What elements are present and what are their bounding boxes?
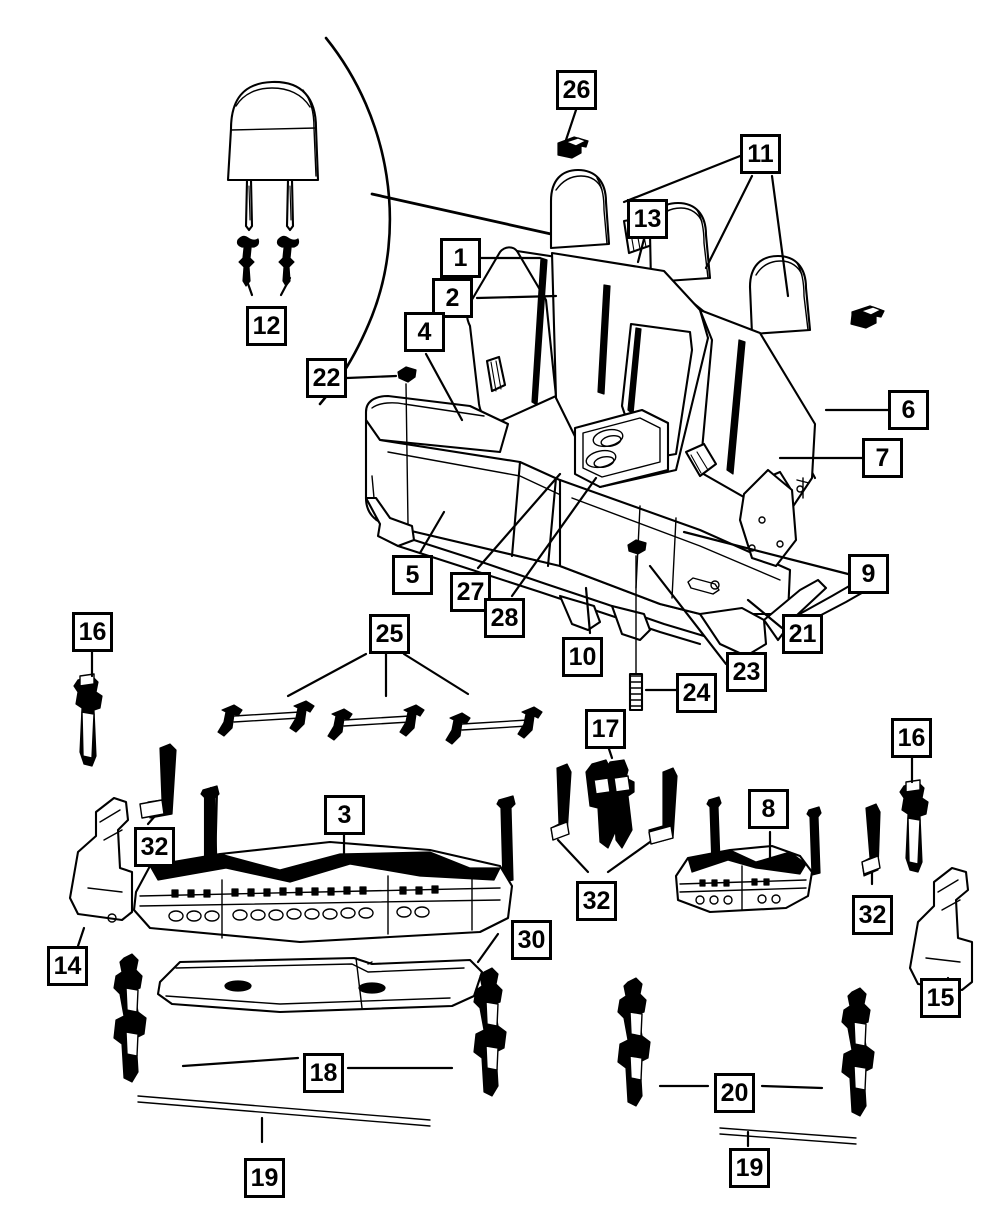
- callout-12[interactable]: 12: [246, 306, 287, 346]
- seat-cushion-frame-main: [132, 785, 516, 944]
- callout-32-left[interactable]: 32: [134, 827, 175, 867]
- cushion-pad-cover: [156, 932, 500, 1014]
- latch-rod-assembly-left: [113, 953, 431, 1127]
- latch-striker-left: [73, 650, 103, 767]
- side-shield-bracket-1: [139, 743, 177, 826]
- bolt-long: [397, 366, 417, 525]
- seat-cushion-frame-small: [674, 796, 822, 914]
- callout-8[interactable]: 8: [748, 789, 789, 829]
- coil-spring: [628, 672, 644, 712]
- callout-26[interactable]: 26: [556, 70, 597, 110]
- latch-rod-assembly-right-1: [617, 977, 651, 1107]
- callout-3[interactable]: 3: [324, 795, 365, 835]
- callout-15[interactable]: 15: [920, 978, 961, 1018]
- callout-5[interactable]: 5: [392, 555, 433, 595]
- side-shield-bracket-2: [550, 763, 678, 874]
- callout-7[interactable]: 7: [862, 438, 903, 478]
- callout-17[interactable]: 17: [585, 709, 626, 749]
- callout-9[interactable]: 9: [848, 554, 889, 594]
- center-latch-assembly: [585, 732, 635, 849]
- callout-19-left[interactable]: 19: [244, 1158, 285, 1198]
- wire-hook-clips: [217, 652, 543, 745]
- seat-cushion-assembly: [364, 366, 876, 712]
- callout-21[interactable]: 21: [782, 614, 823, 654]
- callout-1[interactable]: 1: [440, 238, 481, 278]
- callout-6[interactable]: 6: [888, 390, 929, 430]
- callout-13[interactable]: 13: [627, 199, 668, 239]
- retainer-clip-upper: [557, 108, 589, 159]
- headrest-detail: [226, 80, 562, 297]
- callout-25[interactable]: 25: [369, 614, 410, 654]
- latch-rod-assembly-right-2: [719, 987, 875, 1145]
- callout-20[interactable]: 20: [714, 1073, 755, 1113]
- callout-32-center[interactable]: 32: [576, 881, 617, 921]
- callout-4[interactable]: 4: [404, 312, 445, 352]
- callout-16-left[interactable]: 16: [72, 612, 113, 652]
- callout-19-right[interactable]: 19: [729, 1148, 770, 1188]
- seat-back-assembly: [465, 168, 817, 522]
- callout-2[interactable]: 2: [432, 278, 473, 318]
- callout-27[interactable]: 27: [450, 572, 491, 612]
- callout-14[interactable]: 14: [47, 946, 88, 986]
- latch-striker-right: [899, 756, 929, 873]
- callout-24[interactable]: 24: [676, 673, 717, 713]
- outer-trim-shield-right: [908, 866, 974, 998]
- side-shield-bracket-3: [861, 803, 881, 886]
- callout-18[interactable]: 18: [303, 1053, 344, 1093]
- callout-30[interactable]: 30: [511, 920, 552, 960]
- callout-10[interactable]: 10: [562, 637, 603, 677]
- callout-16-right[interactable]: 16: [891, 718, 932, 758]
- callout-32-right[interactable]: 32: [852, 895, 893, 935]
- callout-22[interactable]: 22: [306, 358, 347, 398]
- callout-11[interactable]: 11: [740, 134, 781, 174]
- retainer-clip-right: [850, 305, 885, 329]
- callout-23[interactable]: 23: [726, 652, 767, 692]
- outer-trim-shield-left: [68, 796, 134, 948]
- latch-rod-assembly-right-of-18: [473, 967, 507, 1097]
- callout-28[interactable]: 28: [484, 598, 525, 638]
